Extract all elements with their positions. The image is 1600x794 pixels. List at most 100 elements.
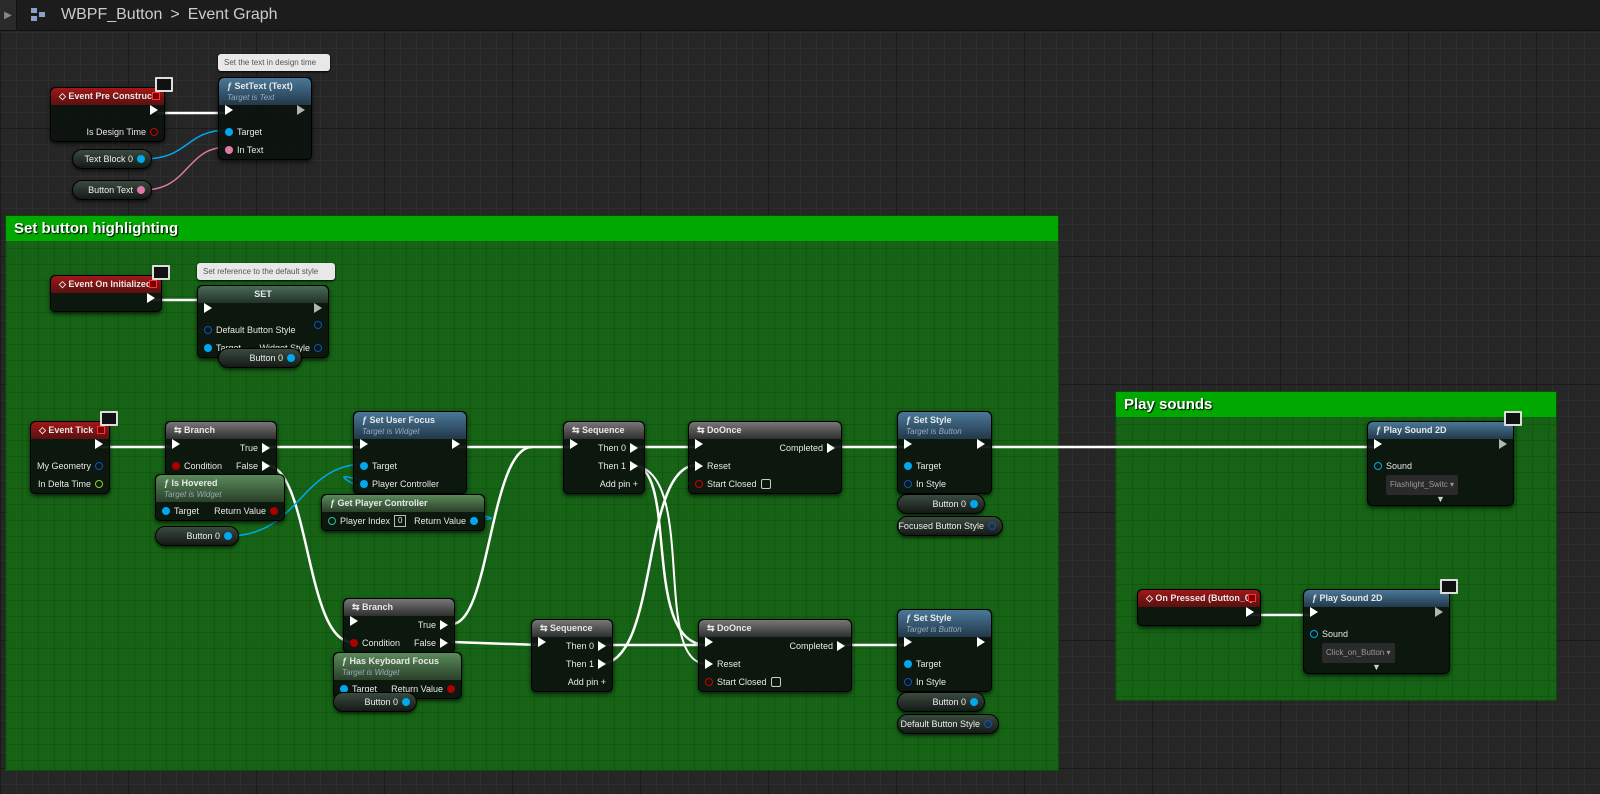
data-pin-icon[interactable]	[172, 462, 180, 470]
data-pin-icon[interactable]	[287, 354, 295, 362]
start-closed-checkbox[interactable]	[760, 479, 771, 489]
expand-arrow-icon[interactable]: ▶	[0, 0, 17, 30]
node-header[interactable]: ƒ Play Sound 2D	[1368, 422, 1513, 439]
exec-pin-icon[interactable]	[695, 439, 703, 449]
delegate-pin-icon[interactable]	[97, 426, 105, 434]
data-pin-icon[interactable]	[695, 480, 703, 488]
exec-pin-icon[interactable]	[904, 439, 912, 449]
data-pin-icon[interactable]	[904, 660, 912, 668]
exec-pin-icon[interactable]	[837, 641, 845, 651]
comment-title[interactable]: Set button highlighting	[6, 216, 1058, 241]
exec-pin-icon[interactable]	[695, 461, 703, 471]
comment-title[interactable]: Play sounds	[1116, 392, 1556, 417]
exec-pin-icon[interactable]	[1499, 439, 1507, 449]
exec-pin-icon[interactable]	[147, 293, 155, 303]
node-header[interactable]: ⇆ Branch	[166, 422, 276, 439]
exec-pin-icon[interactable]	[538, 637, 546, 647]
data-pin-icon[interactable]	[447, 685, 455, 693]
exec-pin-icon[interactable]	[225, 105, 233, 115]
data-pin-icon[interactable]	[162, 507, 170, 515]
delegate-pin-icon[interactable]	[152, 92, 160, 100]
data-pin-icon[interactable]	[328, 517, 336, 525]
data-pin-icon[interactable]	[360, 480, 368, 488]
exec-pin-icon[interactable]	[150, 105, 158, 115]
data-pin-icon[interactable]	[970, 698, 978, 706]
exec-pin-icon[interactable]	[172, 439, 180, 449]
player-index-input[interactable]: 0	[394, 515, 407, 527]
node-header[interactable]: SET	[198, 286, 328, 303]
data-pin-icon[interactable]	[204, 326, 212, 334]
data-pin-icon[interactable]	[402, 698, 410, 706]
data-pin-icon[interactable]	[224, 532, 232, 540]
node-header[interactable]: ƒ Get Player Controller	[322, 495, 484, 512]
node-pressed[interactable]: ◇ On Pressed (Button_0)	[1137, 589, 1261, 626]
data-pin-icon[interactable]	[314, 321, 322, 329]
exec-pin-icon[interactable]	[630, 461, 638, 471]
data-pin-icon[interactable]	[970, 500, 978, 508]
node-header[interactable]: ⇆ DoOnce	[699, 620, 851, 637]
node-header[interactable]: ◇ On Pressed (Button_0)	[1138, 590, 1260, 607]
node-header[interactable]: ◇ Event Pre Construct	[51, 88, 164, 105]
data-pin-icon[interactable]	[904, 480, 912, 488]
breadcrumb-graph[interactable]: Event Graph	[187, 6, 278, 23]
exec-pin-icon[interactable]	[314, 303, 322, 313]
data-pin-icon[interactable]	[204, 344, 212, 352]
exec-pin-icon[interactable]	[570, 439, 578, 449]
data-pin-icon[interactable]	[150, 128, 158, 136]
expand-arrow-icon[interactable]: ▼	[1372, 662, 1381, 672]
variable-v_focused[interactable]: Focused Button Style	[897, 516, 1003, 536]
node-header[interactable]: ƒ SetText (Text)Target is Text	[219, 78, 311, 105]
data-pin-icon[interactable]	[340, 685, 348, 693]
node-header[interactable]: ⇆ Branch	[344, 599, 454, 616]
variable-v_default[interactable]: Default Button Style	[897, 714, 999, 734]
sound-asset-dropdown[interactable]: Click_on_Button ▾	[1322, 643, 1395, 663]
exec-pin-icon[interactable]	[95, 439, 103, 449]
node-header[interactable]: ◇ Event Tick	[31, 422, 109, 439]
exec-pin-icon[interactable]	[297, 105, 305, 115]
sound-asset-dropdown[interactable]: Flashlight_Switc ▾	[1386, 475, 1459, 495]
exec-pin-icon[interactable]	[1435, 607, 1443, 617]
variable-v_btn_a[interactable]: Button 0	[218, 348, 302, 368]
data-pin-icon[interactable]	[314, 344, 322, 352]
exec-pin-icon[interactable]	[350, 616, 358, 626]
data-pin-icon[interactable]	[705, 678, 713, 686]
exec-pin-icon[interactable]	[630, 443, 638, 453]
node-header[interactable]: ⇆ Sequence	[532, 620, 612, 637]
data-pin-icon[interactable]	[270, 507, 278, 515]
exec-pin-icon[interactable]	[452, 439, 460, 449]
breadcrumb-asset[interactable]: WBPF_Button	[61, 6, 163, 23]
data-pin-icon[interactable]	[1374, 462, 1382, 470]
data-pin-icon[interactable]	[225, 146, 233, 154]
node-header[interactable]: ◇ Event On Initialized	[51, 276, 161, 293]
data-pin-icon[interactable]	[470, 517, 478, 525]
exec-pin-icon[interactable]	[1310, 607, 1318, 617]
exec-pin-icon[interactable]	[204, 303, 212, 313]
exec-pin-icon[interactable]	[598, 659, 606, 669]
exec-pin-icon[interactable]	[440, 638, 448, 648]
variable-v_btn_b[interactable]: Button 0	[155, 526, 239, 546]
variable-v_textblock[interactable]: Text Block 0	[72, 149, 152, 169]
exec-pin-icon[interactable]	[262, 443, 270, 453]
delegate-pin-icon[interactable]	[149, 280, 157, 288]
exec-pin-icon[interactable]	[1246, 607, 1254, 617]
data-pin-icon[interactable]	[984, 720, 992, 728]
